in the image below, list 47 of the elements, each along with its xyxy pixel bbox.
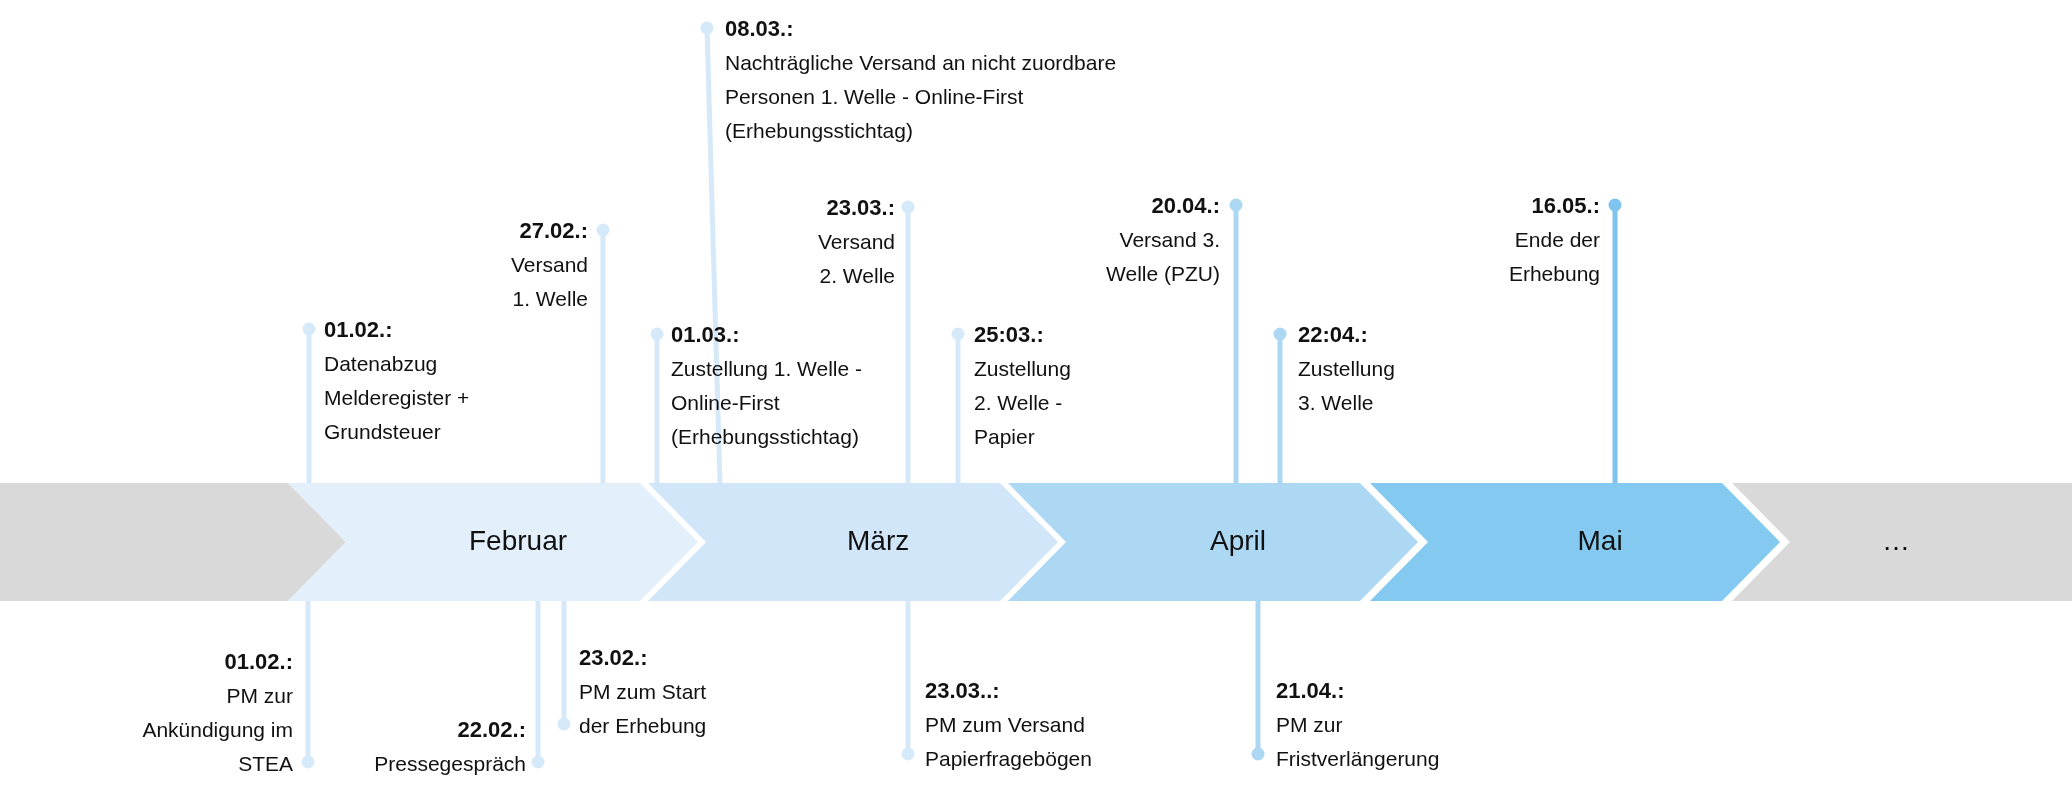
date-label: 08.03.: xyxy=(725,15,795,43)
date-label: 23.03..: xyxy=(925,677,1001,705)
date-label: 23.03.: xyxy=(825,194,895,222)
pin-line xyxy=(1608,198,1622,483)
date-label: 20.04.: xyxy=(1150,192,1220,220)
event-text: Ende der Erhebung xyxy=(1507,227,1600,287)
event-text: PM zur Fristverlängerung xyxy=(1276,712,1441,772)
pin-line xyxy=(531,601,545,769)
date-label: 23.02.: xyxy=(579,644,649,672)
event-text: Zustellung 3. Welle xyxy=(1298,356,1396,416)
month-label: April xyxy=(1210,524,1266,558)
date-label: 25:03.: xyxy=(974,321,1045,349)
pin-line xyxy=(1251,601,1265,761)
month-label: Februar xyxy=(469,524,568,558)
date-label: 16.05.: xyxy=(1530,192,1600,220)
event-text: PM zum Versand Papierfragebögen xyxy=(925,712,1093,772)
date-label: 22.02.: xyxy=(456,716,526,744)
pin-line xyxy=(650,327,664,483)
event-text: PM zum Start der Erhebung xyxy=(579,679,708,739)
pin-line xyxy=(557,601,571,731)
event-text: Versand 3. Welle (PZU) xyxy=(1105,227,1220,287)
date-label: 01.02.: xyxy=(324,316,394,344)
event-text: Nachträgliche Versand an nicht zuordbare Personen 1. Welle - Online-First (Erhebungsstichtag) xyxy=(725,50,1118,144)
event-text: Zustellung 2. Welle - Papier xyxy=(974,356,1072,450)
event-text: Versand 2. Welle xyxy=(816,229,895,289)
date-label: 01.03.: xyxy=(671,321,741,349)
date-label: 22:04.: xyxy=(1298,321,1369,349)
event-text: Zustellung 1. Welle - Online-First (Erhebungsstichtag) xyxy=(671,356,864,450)
event-text: Versand 1. Welle xyxy=(509,252,588,312)
month-label: … xyxy=(1882,524,1910,558)
pin-line xyxy=(901,200,915,483)
month-label: Mai xyxy=(1577,524,1623,558)
pin-line xyxy=(951,327,965,483)
pin-line xyxy=(901,601,915,761)
pin-line xyxy=(1273,327,1287,483)
pin-line xyxy=(302,322,316,483)
event-text: Datenabzug Melderegister + Grundsteuer xyxy=(324,351,471,445)
month-label: März xyxy=(847,524,910,558)
event-text: Pressegespräch xyxy=(373,751,526,777)
pin-line xyxy=(301,601,315,769)
pin-line xyxy=(1229,198,1243,483)
date-label: 01.02.: xyxy=(223,648,293,676)
pin-line xyxy=(596,223,610,483)
date-label: 21.04.: xyxy=(1276,677,1346,705)
pin-line xyxy=(700,21,723,484)
event-text: PM zur Ankündigung im STEA xyxy=(141,683,293,777)
date-label: 27.02.: xyxy=(518,217,588,245)
